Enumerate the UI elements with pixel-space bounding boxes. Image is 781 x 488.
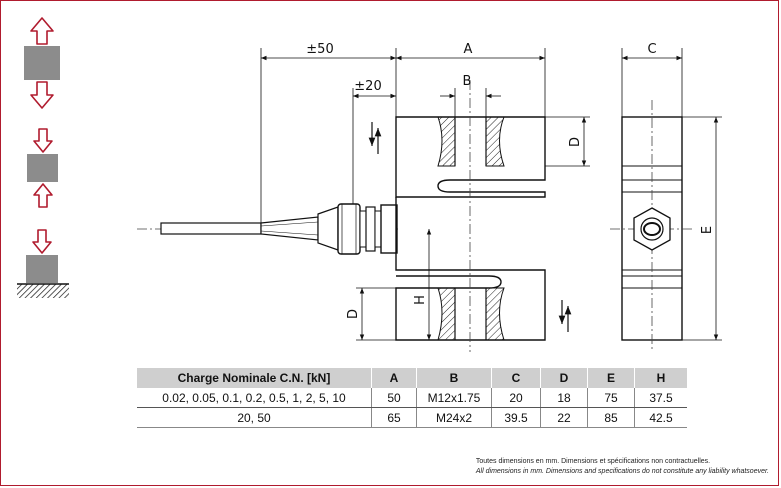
table-cell: 20, 50 xyxy=(137,407,372,428)
footnote-en: All dimensions in mm. Dimensions and spe… xyxy=(475,468,769,475)
compression-icon xyxy=(27,128,58,208)
compression-on-ground-icon xyxy=(17,229,69,298)
table-cell: 50 xyxy=(371,388,417,408)
col-header-A: A xyxy=(371,368,417,388)
table-cell: M24x2 xyxy=(416,407,492,428)
table-row: 0.02, 0.05, 0.1, 0.2, 0.5, 1, 2, 5, 10 5… xyxy=(137,388,687,408)
table-cell: 20 xyxy=(491,388,541,408)
footnote-fr: Toutes dimensions en mm. Dimensions et s… xyxy=(475,458,711,465)
load-cell-body xyxy=(395,80,546,352)
table-cell: 42.5 xyxy=(634,407,687,428)
dim-offset-20: ±20 xyxy=(354,79,381,94)
table-cell: 65 xyxy=(371,407,417,428)
dim-A: A xyxy=(464,42,473,57)
cable-gland xyxy=(317,203,398,255)
col-header-C: C xyxy=(491,368,541,388)
spec-table: Charge Nominale C.N. [kN] A B C D E H 0.… xyxy=(137,368,687,428)
table-cell: 18 xyxy=(540,388,588,408)
dimension-lines xyxy=(260,48,722,341)
dim-D-top: D xyxy=(568,137,583,147)
footnote: Toutes dimensions en mm. Dimensions et s… xyxy=(476,457,769,477)
dim-H: H xyxy=(413,295,428,305)
dim-offset-50: ±50 xyxy=(306,42,333,57)
table-cell: M12x1.75 xyxy=(416,388,492,408)
table-cell: 85 xyxy=(587,407,635,428)
table-cell: 37.5 xyxy=(634,388,687,408)
table-cell: 39.5 xyxy=(491,407,541,428)
col-header-nominal-load: Charge Nominale C.N. [kN] xyxy=(137,368,372,388)
dim-D-bottom: D xyxy=(346,309,361,319)
table-cell: 75 xyxy=(587,388,635,408)
col-header-B: B xyxy=(416,368,492,388)
col-header-H: H xyxy=(634,368,687,388)
table-cell: 0.02, 0.05, 0.1, 0.2, 0.5, 1, 2, 5, 10 xyxy=(137,388,372,408)
table-cell: 22 xyxy=(540,407,588,428)
cable xyxy=(137,216,398,241)
dim-B: B xyxy=(463,74,472,89)
tension-icon xyxy=(24,17,60,109)
force-arrows xyxy=(368,122,572,332)
table-header-row: Charge Nominale C.N. [kN] A B C D E H xyxy=(137,368,687,388)
side-view-connector xyxy=(633,207,671,251)
col-header-E: E xyxy=(587,368,635,388)
dim-E: E xyxy=(700,226,715,234)
dim-C: C xyxy=(647,42,656,57)
table-row: 20, 50 65 M24x2 39.5 22 85 42.5 xyxy=(137,407,687,428)
col-header-D: D xyxy=(540,368,588,388)
